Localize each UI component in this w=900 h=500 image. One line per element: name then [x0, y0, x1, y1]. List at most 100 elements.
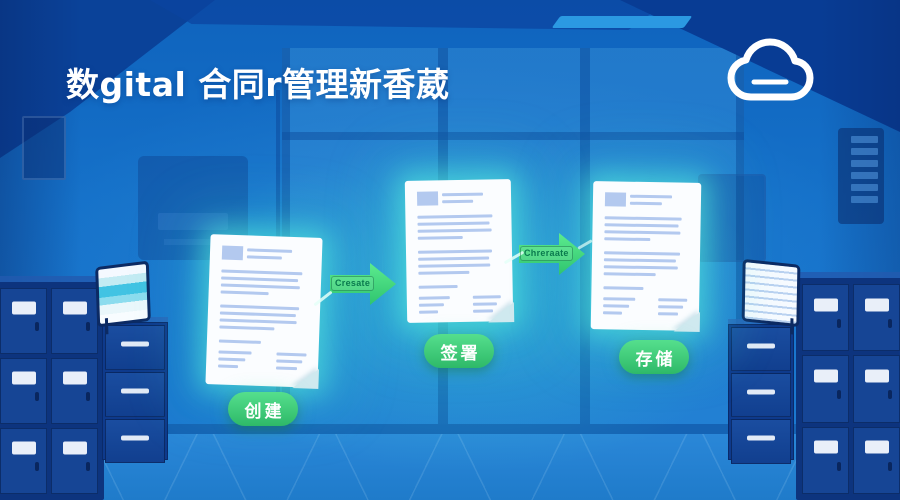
- text-line: [442, 199, 474, 204]
- step-badge-store: 存储: [619, 340, 689, 374]
- door-keyhole: [34, 392, 39, 402]
- filing-cabinet-right: [728, 324, 794, 464]
- door-label-plate: [864, 440, 889, 454]
- page-curl: [487, 302, 515, 323]
- text-line: [220, 290, 270, 296]
- tablet-frame: [741, 258, 801, 328]
- text-line: [219, 311, 296, 318]
- text-line: [417, 235, 463, 240]
- door-keyhole: [85, 462, 90, 472]
- text-line: [602, 311, 623, 315]
- printer-tray: [157, 213, 229, 230]
- cabinet-drawer: [731, 419, 791, 464]
- door-keyhole: [34, 322, 39, 332]
- text-line: [604, 223, 679, 228]
- workflow-arrow-2: [519, 233, 585, 275]
- tablet-stand: [790, 318, 794, 335]
- step-badge-sign: 签署: [424, 334, 494, 368]
- text-line: [417, 221, 490, 226]
- text-line: [630, 194, 673, 199]
- window-mullion: [282, 132, 744, 140]
- tablet-kiosk-left: [95, 260, 151, 335]
- locker-door: [802, 426, 849, 494]
- step-badge-create: 创建: [228, 392, 298, 426]
- page-curl: [292, 368, 320, 389]
- locker-door: [853, 426, 900, 494]
- text-line: [603, 265, 678, 270]
- text-line: [276, 359, 302, 364]
- door-label-plate: [62, 371, 87, 385]
- cloud-icon: [727, 38, 814, 101]
- text-line: [658, 298, 688, 302]
- tablet-stand: [104, 318, 109, 335]
- wall-picture-frame-right: [698, 174, 766, 262]
- text-line: [603, 304, 629, 308]
- contract-document-store: [590, 181, 702, 332]
- text-line: [629, 201, 663, 206]
- text-line: [221, 276, 299, 283]
- locker-door: [853, 355, 900, 423]
- text-line: [658, 305, 683, 309]
- door-keyhole: [836, 461, 841, 471]
- text-line: [218, 364, 239, 369]
- cabinet-drawer: [105, 418, 165, 464]
- door-keyhole: [34, 462, 39, 472]
- locker-cabinet-right: [796, 278, 900, 500]
- locker-door: [802, 284, 849, 352]
- text-line: [219, 318, 298, 325]
- door-keyhole: [85, 322, 90, 332]
- text-line: [418, 296, 450, 300]
- door-keyhole: [85, 392, 90, 402]
- text-line: [441, 192, 484, 197]
- wall-picture-frame-left: [22, 116, 66, 180]
- text-line: [604, 237, 651, 242]
- text-line: [417, 228, 492, 233]
- doc-header: [221, 245, 311, 265]
- text-line: [603, 258, 677, 263]
- text-line: [246, 255, 282, 260]
- text-line: [218, 339, 262, 344]
- doc-header: [416, 190, 499, 207]
- arrow-label: Chreraate: [520, 246, 573, 261]
- locker-door: [0, 428, 47, 494]
- panel-stripe: [851, 172, 878, 179]
- drawer-handle: [747, 343, 775, 349]
- text-line: [418, 285, 459, 289]
- locker-door: [51, 288, 98, 354]
- text-line: [418, 263, 491, 268]
- text-line: [603, 286, 644, 290]
- door-label-plate: [11, 301, 36, 315]
- text-line: [418, 256, 489, 261]
- cabinet-drawer: [731, 327, 791, 372]
- workflow-arrow-1: [330, 263, 396, 305]
- door-label-plate: [11, 371, 36, 385]
- door-label-plate: [813, 369, 838, 383]
- door-label-plate: [813, 440, 838, 454]
- printer-slot: [164, 239, 222, 246]
- panel-stripe: [851, 196, 878, 203]
- window-mullion: [736, 48, 744, 430]
- text-line: [604, 230, 681, 235]
- text-line: [603, 297, 636, 301]
- door-label-plate: [813, 298, 838, 312]
- tablet-screen: [98, 263, 148, 325]
- baseboard: [0, 424, 900, 436]
- tablet-frame: [95, 260, 151, 328]
- cabinet-drawer: [105, 325, 165, 370]
- window-mullion: [580, 48, 590, 430]
- panel-stripe: [851, 184, 878, 191]
- wall-panel-stripes: [838, 128, 884, 224]
- text-line: [220, 283, 301, 290]
- panel-stripe: [851, 136, 878, 143]
- locker-door: [802, 355, 849, 423]
- text-line: [418, 303, 444, 307]
- text-line: [221, 269, 303, 276]
- ceiling-light-strip: [551, 16, 693, 28]
- contract-document-create: [205, 234, 323, 389]
- drawer-handle: [747, 435, 775, 441]
- text-line: [219, 325, 274, 331]
- page-title: 数gital 合同r管理新香葳: [66, 65, 450, 104]
- locker-door: [0, 358, 47, 424]
- panel-stripe: [851, 148, 878, 155]
